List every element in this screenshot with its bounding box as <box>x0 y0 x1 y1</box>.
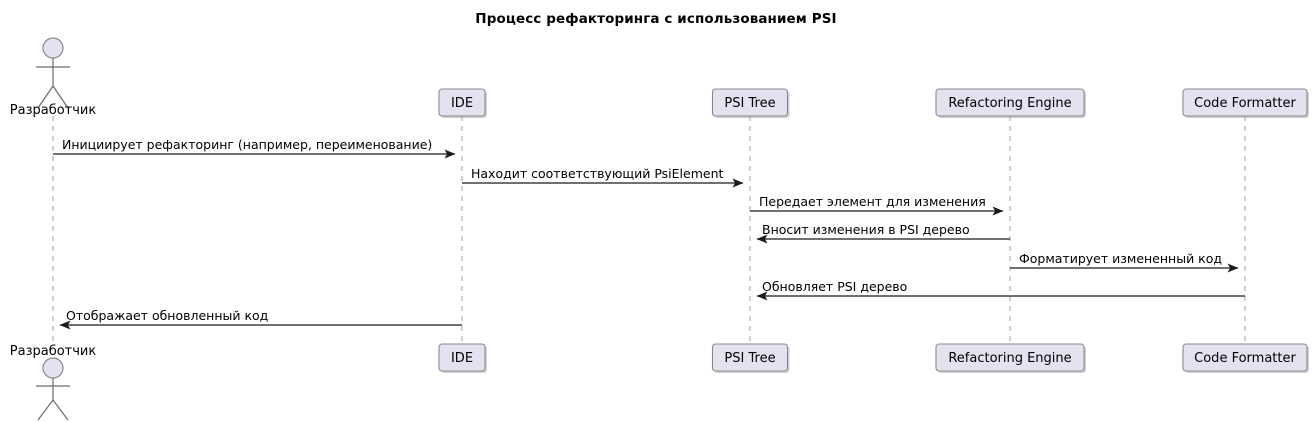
participant-header-code-formatter[interactable]: Code Formatter <box>1182 88 1309 118</box>
participant-label-psi-tree-top: PSI Tree <box>724 96 775 111</box>
participant-box-code-formatter[interactable] <box>1182 88 1308 117</box>
message-label-5: Форматирует измененный код <box>1019 251 1222 266</box>
lifelines <box>52 116 1246 344</box>
message-label-6: Обновляет PSI дерево <box>762 279 907 294</box>
participant-box-psi-tree[interactable] <box>711 88 789 117</box>
message-2[interactable]: Находит соответствующий PsiElement <box>462 166 744 188</box>
participant-footer-code-formatter[interactable]: Code Formatter <box>1182 343 1309 373</box>
actor-developer-top[interactable]: Разработчик <box>10 37 97 118</box>
message-1[interactable]: Инициирует рефакторинг (например, переим… <box>53 137 456 159</box>
actor-head-icon-bottom <box>42 357 64 379</box>
participant-footer-psi-tree[interactable]: PSI Tree <box>711 343 790 373</box>
actor-right-leg-line-bottom <box>52 399 69 421</box>
message-label-1: Инициирует рефакторинг (например, переим… <box>62 137 432 152</box>
participant-label-refactoring-engine-top: Refactoring Engine <box>948 96 1071 111</box>
participant-label-ide-top: IDE <box>451 96 473 111</box>
participant-label-ide-bottom: IDE <box>451 351 473 366</box>
participant-header-ide[interactable]: IDE <box>438 88 487 118</box>
actor-left-leg-line <box>37 85 54 109</box>
participant-box-refactoring-engine[interactable] <box>935 88 1085 117</box>
participant-box-ide-bottom[interactable] <box>438 343 486 372</box>
actor-head-icon <box>42 37 64 59</box>
participant-label-refactoring-engine-bottom: Refactoring Engine <box>948 351 1071 366</box>
participant-box-code-formatter-bottom[interactable] <box>1182 343 1308 372</box>
message-label-3: Передает элемент для изменения <box>759 194 986 209</box>
message-7[interactable]: Отображает обновленный код <box>59 308 462 330</box>
message-label-2: Находит соответствующий PsiElement <box>471 166 724 181</box>
participant-label-code-formatter-top: Code Formatter <box>1194 96 1296 111</box>
participant-box-refactoring-engine-bottom[interactable] <box>935 343 1085 372</box>
message-label-4: Вносит изменения в PSI дерево <box>762 222 970 237</box>
actor-right-leg-line <box>52 85 69 109</box>
participant-box-ide[interactable] <box>438 88 486 117</box>
participant-header-psi-tree[interactable]: PSI Tree <box>711 88 790 118</box>
message-3[interactable]: Передает элемент для изменения <box>750 194 1004 216</box>
actor-label-developer-bottom: Разработчик <box>10 344 97 359</box>
message-5[interactable]: Форматирует измененный код <box>1010 251 1239 273</box>
message-label-7: Отображает обновленный код <box>66 308 268 323</box>
participant-label-code-formatter-bottom: Code Formatter <box>1194 351 1296 366</box>
actor-left-leg-line-bottom <box>37 399 54 421</box>
participant-header-refactoring-engine[interactable]: Refactoring Engine <box>935 88 1086 118</box>
participant-footer-refactoring-engine[interactable]: Refactoring Engine <box>935 343 1086 373</box>
actor-developer-bottom[interactable]: Разработчик <box>10 344 97 421</box>
message-4[interactable]: Вносит изменения в PSI дерево <box>756 222 1010 244</box>
participant-label-psi-tree-bottom: PSI Tree <box>724 351 775 366</box>
participant-footer-ide[interactable]: IDE <box>438 343 487 373</box>
message-6[interactable]: Обновляет PSI дерево <box>756 279 1245 301</box>
actor-label-developer-top: Разработчик <box>10 103 97 118</box>
page-title: Процесс рефакторинга с использованием PS… <box>475 11 837 27</box>
participant-box-psi-tree-bottom[interactable] <box>711 343 789 372</box>
